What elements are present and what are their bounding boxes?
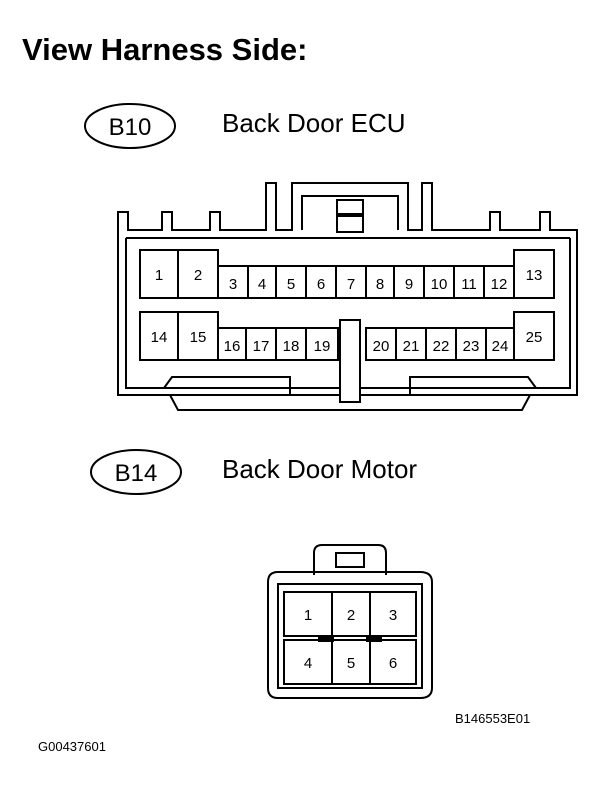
b14-pin-3-label: 3 — [389, 607, 397, 624]
b10-pin-10-label: 10 — [431, 276, 448, 293]
b10-pin-25-label: 25 — [526, 329, 543, 346]
b10-pin-1-label: 1 — [155, 267, 163, 284]
b14-pin-grid: 1 4 2 5 3 6 — [283, 591, 417, 685]
b10-pin-8-label: 8 — [376, 276, 384, 293]
b14-pin-5-label: 5 — [347, 655, 355, 672]
b14-connector-name: Back Door Motor — [222, 454, 418, 484]
page-title: View Harness Side: — [22, 32, 308, 67]
b10-pin-13-cell — [513, 249, 555, 299]
b14-pin-2-label: 2 — [347, 607, 355, 624]
b14-pin-4-label: 4 — [304, 655, 312, 672]
b10-connector-name: Back Door ECU — [222, 108, 406, 138]
b14-pin-6-cell — [369, 639, 417, 685]
b14-latch-mark — [366, 636, 382, 642]
b14-id-text: B14 — [115, 460, 158, 487]
b10-pin-20-label: 20 — [373, 338, 390, 355]
b10-pin-24-label: 24 — [492, 338, 509, 355]
b10-pin-11-label: 11 — [461, 276, 477, 293]
b10-pin-22-label: 22 — [433, 338, 450, 355]
b10-pin-7-label: 7 — [347, 276, 355, 293]
b10-connector-housing — [117, 182, 578, 411]
b10-pin-5-label: 5 — [287, 276, 295, 293]
b10-pin-13-label: 13 — [526, 267, 543, 284]
figure-code: B146553E01 — [455, 711, 531, 726]
diagram-code: G00437601 — [38, 739, 106, 754]
b10-pin-18-label: 18 — [283, 338, 300, 355]
b14-connector-housing — [267, 544, 433, 699]
b10-pin-16-label: 16 — [224, 338, 241, 355]
b14-pin-1-label: 1 — [304, 607, 312, 624]
b10-id-badge: B10 — [84, 103, 176, 149]
b10-pin-23-label: 23 — [463, 338, 480, 355]
b10-pin-19-label: 19 — [314, 338, 331, 355]
b10-id-text: B10 — [109, 114, 152, 141]
b10-pin-15-label: 15 — [190, 329, 207, 346]
b14-id-badge: B14 — [90, 449, 182, 495]
b10-pin-12-label: 12 — [491, 276, 508, 293]
b10-pin-9-label: 9 — [405, 276, 413, 293]
b14-latch-mark — [318, 636, 334, 642]
b10-pin-14-label: 14 — [151, 329, 168, 346]
b10-pin-4-label: 4 — [258, 276, 266, 293]
b10-pin-3-label: 3 — [229, 276, 237, 293]
b14-pin-3-cell — [369, 591, 417, 637]
b10-pin-21-label: 21 — [403, 338, 420, 355]
b10-pin-17-label: 17 — [253, 338, 270, 355]
b10-pin-2-label: 2 — [194, 267, 202, 284]
b14-pin-6-label: 6 — [389, 655, 397, 672]
b10-pin-25-cell — [513, 311, 555, 361]
b10-pin-6-label: 6 — [317, 276, 325, 293]
b10-pin-19-cell — [305, 327, 339, 361]
